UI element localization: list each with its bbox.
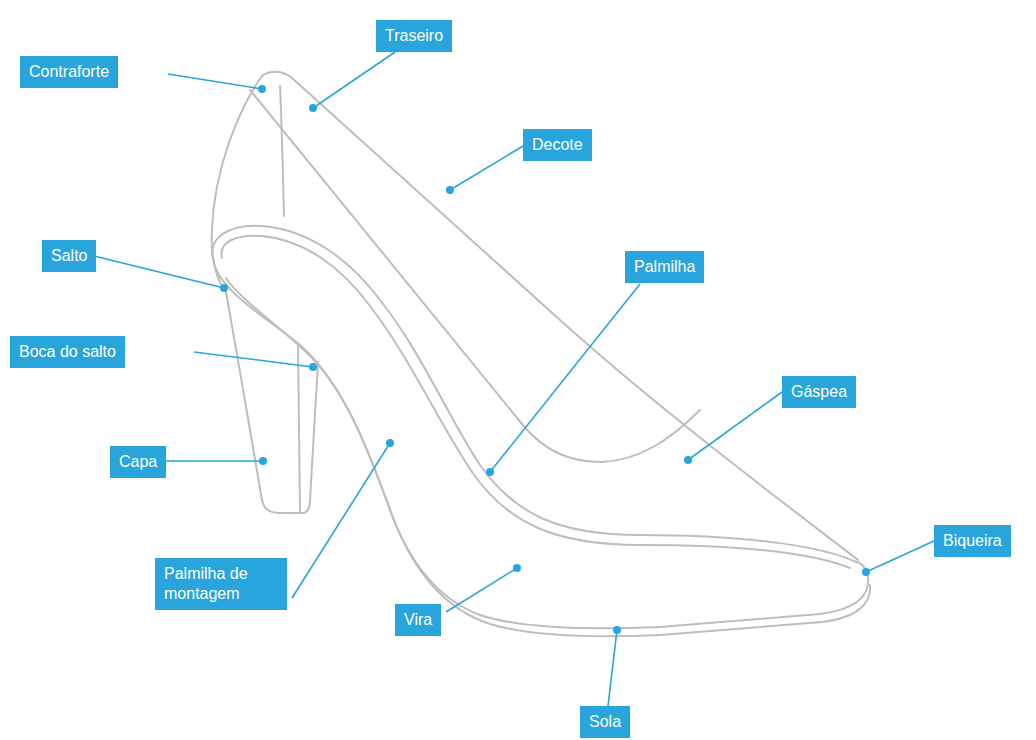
part-label: Sola bbox=[580, 706, 630, 738]
leader-dot bbox=[486, 468, 494, 476]
leader-lines bbox=[94, 52, 934, 706]
leader-dot bbox=[220, 284, 228, 292]
leader-line bbox=[194, 352, 313, 367]
counter-back bbox=[212, 76, 262, 292]
part-label: Biqueira bbox=[934, 525, 1011, 557]
part-name: Traseiro bbox=[385, 26, 443, 46]
leader-line bbox=[450, 146, 523, 190]
sole-outline bbox=[226, 278, 870, 636]
part-label: Boca do salto bbox=[10, 336, 125, 368]
part-label: Traseiro bbox=[376, 20, 452, 52]
leader-line bbox=[446, 568, 517, 612]
part-label: Palmilha de montagem bbox=[155, 558, 287, 610]
leader-line bbox=[866, 541, 934, 572]
part-name: Boca do salto bbox=[19, 342, 116, 362]
topline bbox=[262, 72, 858, 560]
part-name: Vira bbox=[404, 610, 432, 630]
part-name: Biqueira bbox=[943, 531, 1002, 551]
leader-dot bbox=[862, 568, 870, 576]
leader-line bbox=[168, 74, 262, 89]
part-name: Sola bbox=[589, 712, 621, 732]
part-label: Capa bbox=[110, 446, 166, 478]
part-label: Vira bbox=[395, 604, 441, 636]
part-name: Palmilha bbox=[634, 257, 695, 277]
leader-line bbox=[313, 52, 395, 108]
leader-line bbox=[166, 460, 263, 462]
shoe-outline bbox=[212, 72, 870, 637]
leader-dot bbox=[309, 363, 317, 371]
back-seam bbox=[280, 86, 284, 216]
part-name: Contraforte bbox=[29, 62, 109, 82]
heel-inner bbox=[298, 345, 300, 512]
leader-dot bbox=[309, 104, 317, 112]
part-label: Gáspea bbox=[782, 376, 856, 408]
part-label: Palmilha bbox=[625, 251, 704, 283]
leader-dot bbox=[259, 457, 267, 465]
part-name: Decote bbox=[532, 135, 583, 155]
insole-inner bbox=[221, 236, 850, 568]
leader-line bbox=[688, 392, 782, 460]
part-label: Decote bbox=[523, 129, 592, 161]
leader-dot bbox=[684, 456, 692, 464]
leader-dot bbox=[386, 439, 394, 447]
part-name: Salto bbox=[51, 246, 87, 266]
leader-line bbox=[292, 443, 390, 598]
leader-line bbox=[490, 284, 640, 472]
insole-edge bbox=[212, 226, 856, 562]
leader-line bbox=[608, 630, 617, 706]
part-label: Contraforte bbox=[20, 56, 118, 88]
leader-dot bbox=[513, 564, 521, 572]
part-label: Salto bbox=[42, 240, 96, 272]
leader-dot bbox=[613, 626, 621, 634]
part-name: Palmilha de montagem bbox=[164, 564, 278, 604]
part-name: Gáspea bbox=[791, 382, 847, 402]
leader-dot bbox=[258, 85, 266, 93]
heel bbox=[226, 292, 318, 513]
part-name: Capa bbox=[119, 452, 157, 472]
leader-dot bbox=[446, 186, 454, 194]
vira-outline bbox=[214, 262, 868, 628]
leader-line bbox=[94, 256, 224, 288]
